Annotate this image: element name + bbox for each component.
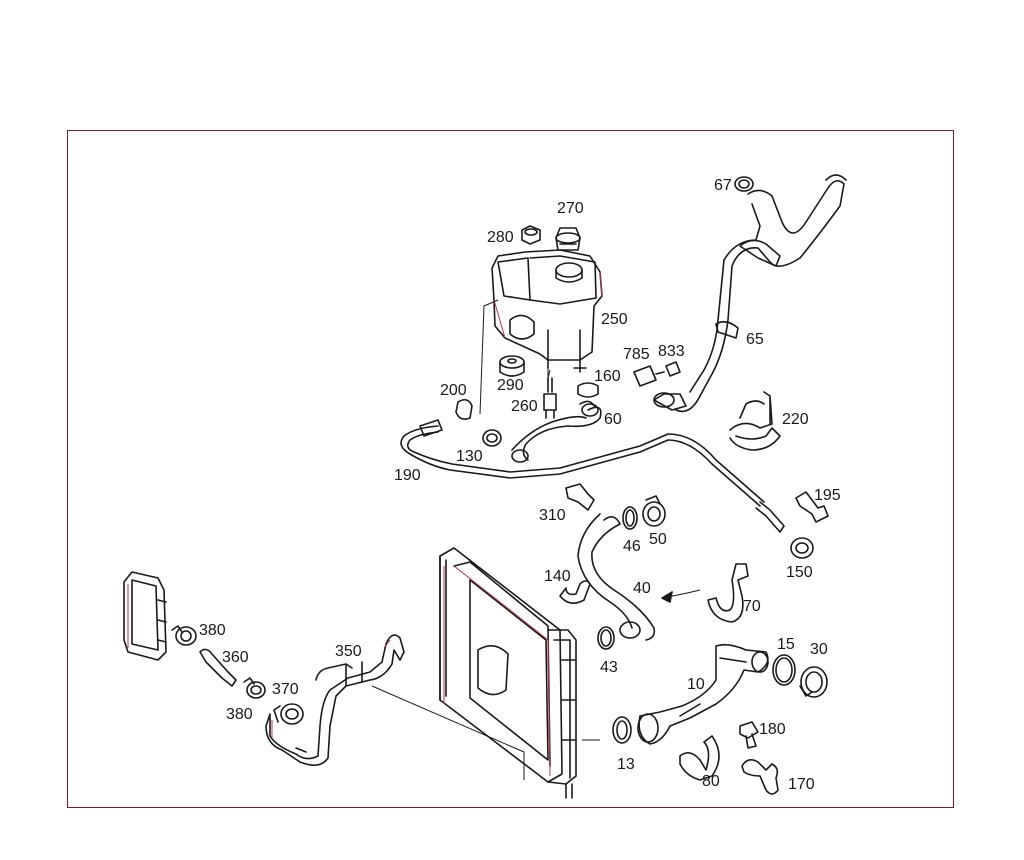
label-80: 80	[702, 773, 720, 790]
sensor-260	[543, 377, 557, 419]
label-50: 50	[649, 531, 667, 548]
bolt-180	[739, 721, 759, 749]
label-270: 270	[557, 200, 584, 217]
label-140: 140	[544, 568, 571, 585]
label-15: 15	[777, 636, 795, 653]
pipe-350	[265, 634, 405, 766]
label-160: 160	[594, 368, 621, 385]
label-170: 170	[788, 776, 815, 793]
tank-cap	[555, 227, 581, 251]
hose-65	[653, 174, 847, 413]
label-380-lower: 380	[226, 706, 253, 723]
direction-arrow	[661, 589, 701, 603]
connector-785	[633, 365, 665, 387]
clamp-150	[790, 537, 814, 559]
label-190: 190	[394, 467, 421, 484]
label-380-upper: 380	[199, 622, 226, 639]
clip-160	[577, 382, 599, 398]
label-180: 180	[759, 721, 786, 738]
control-module	[123, 571, 167, 661]
bracket-220	[729, 391, 781, 451]
label-260: 260	[511, 398, 538, 415]
label-290: 290	[497, 377, 524, 394]
label-60: 60	[604, 411, 622, 428]
bracket-70	[707, 563, 749, 623]
grommet-290	[499, 355, 525, 377]
leader-lines	[479, 299, 551, 415]
o-ring-13	[612, 716, 632, 744]
label-370: 370	[272, 681, 299, 698]
clamp-30	[799, 666, 828, 698]
label-130: 130	[456, 448, 483, 465]
expansion-tank	[491, 249, 603, 373]
connector-833	[665, 361, 681, 377]
nut-280	[521, 225, 541, 245]
clip-200	[455, 398, 473, 420]
label-13: 13	[617, 756, 635, 773]
label-65: 65	[746, 331, 764, 348]
hose-40	[577, 513, 656, 641]
clip-80	[679, 735, 720, 781]
label-10: 10	[687, 676, 705, 693]
fitting-370	[273, 703, 304, 725]
hose-60	[511, 400, 602, 463]
diagram-frame	[67, 130, 954, 808]
label-200: 200	[440, 382, 467, 399]
label-280: 280	[487, 229, 514, 246]
clip-310	[565, 483, 595, 511]
o-ring-46	[622, 506, 638, 530]
label-46: 46	[623, 538, 641, 555]
hose-10	[637, 643, 769, 745]
label-360: 360	[222, 649, 249, 666]
o-ring-43	[597, 626, 615, 650]
label-70: 70	[743, 598, 761, 615]
clamp-380-lower	[243, 677, 266, 699]
label-30: 30	[810, 641, 828, 658]
fitting-195	[795, 491, 829, 523]
clamp-130	[482, 429, 502, 447]
label-350: 350	[335, 643, 362, 660]
part-labels: 67 270 280 250 65 785 833 200 290 160 26…	[199, 177, 841, 793]
label-40: 40	[633, 580, 651, 597]
pipe-190	[400, 419, 785, 533]
clamp-380-upper	[171, 625, 197, 646]
label-67: 67	[714, 177, 732, 194]
clamp-67	[734, 176, 754, 192]
label-785: 785	[623, 346, 650, 363]
label-220: 220	[782, 411, 809, 428]
clip-140	[559, 580, 591, 604]
label-43: 43	[600, 659, 618, 676]
o-ring-15	[772, 654, 796, 686]
label-250: 250	[601, 311, 628, 328]
label-150: 150	[786, 564, 813, 581]
label-833: 833	[658, 343, 685, 360]
hose-360	[199, 648, 237, 687]
clamp-50	[642, 495, 666, 527]
label-310: 310	[539, 507, 566, 524]
fitting-170	[741, 758, 779, 795]
radiator	[371, 547, 600, 799]
label-195: 195	[814, 487, 841, 504]
